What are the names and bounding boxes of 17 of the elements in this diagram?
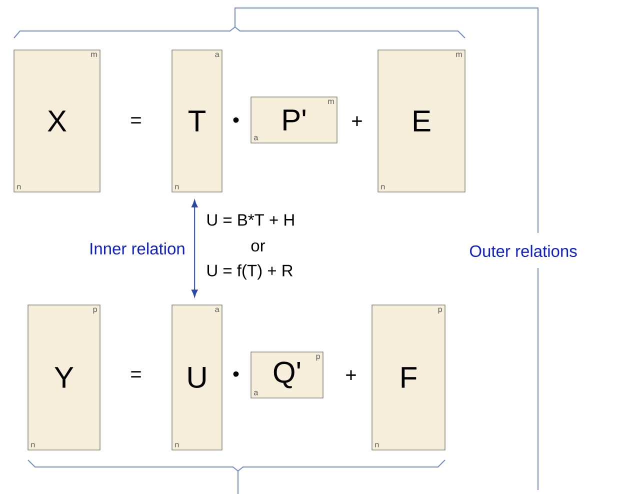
operator-sign: • [233,371,239,377]
operator-sign: + [346,370,356,380]
edge-label: Inner relation [88,241,186,256]
matrix-box: U a n [172,304,222,450]
arrow [192,200,198,298]
formula-text: U = f(T) + R [207,264,293,280]
formula-text: or [251,242,266,252]
operator-sign: = [131,117,141,124]
relation-label: Outer relations [470,244,577,258]
operator-sign: = [131,371,141,378]
operator-sign: + [352,116,362,126]
formula-text: U = B*T + H [207,214,294,226]
matrix-box: P' m a [250,96,338,144]
matrix-box: Q' p a [250,352,324,398]
matrix-box: F p n [372,304,446,450]
operator-sign: • [233,117,239,123]
matrix-box: Y p n [28,304,100,450]
